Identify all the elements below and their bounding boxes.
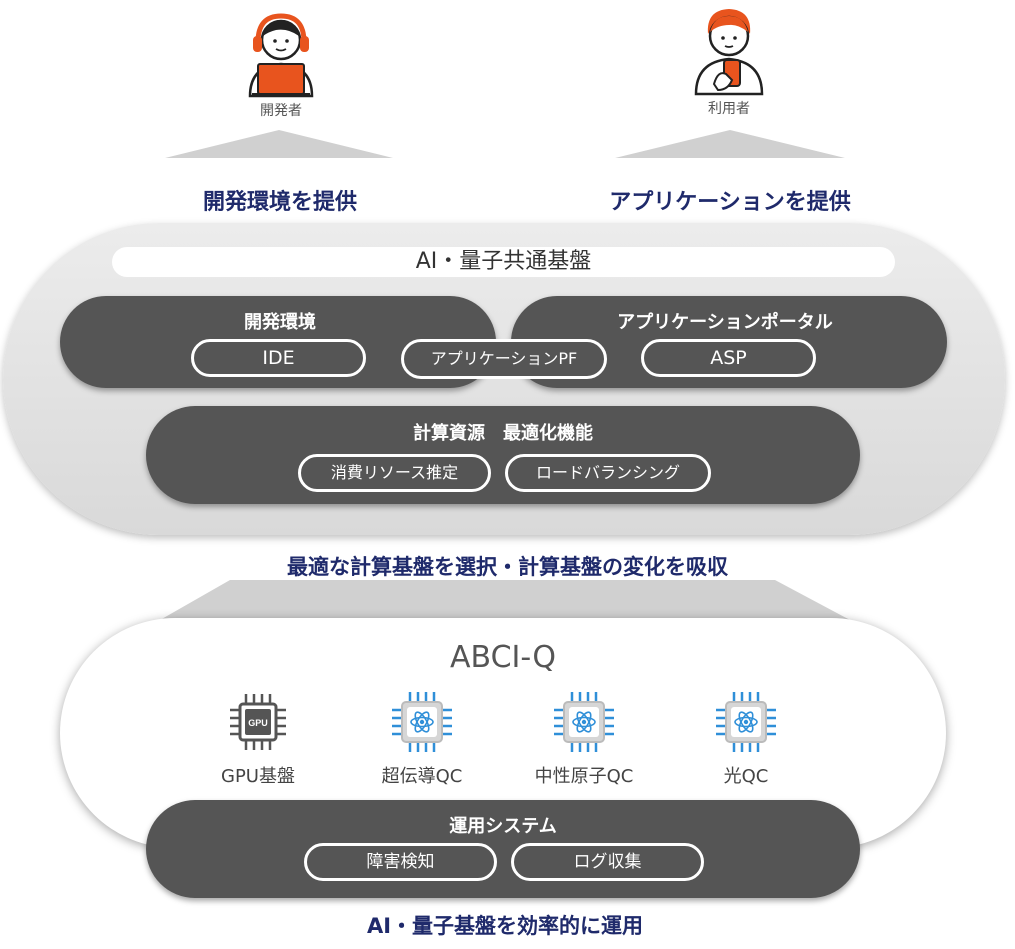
developer-with-laptop-icon [248, 13, 314, 98]
platform-title: AI・量子共通基盤 [112, 247, 895, 277]
app-portal-title: アプリケーションポータル [617, 312, 833, 333]
neutral-atom-chip-icon [554, 692, 614, 752]
gpu-chip-icon: GPU [230, 694, 286, 750]
ops-system-title: 運用システム [449, 816, 557, 837]
user-persona: 利用者 [684, 4, 774, 118]
superconducting-label: 超伝導QC [381, 766, 463, 787]
app-caption: アプリケーションを提供 [609, 190, 851, 215]
log-collection-box: ログ収集 [511, 843, 704, 881]
developer-persona: 開発者 [236, 8, 326, 120]
superconducting-chip-icon [392, 692, 452, 752]
optimize-title: 計算資源 最適化機能 [413, 423, 593, 444]
optimize-pill [146, 406, 860, 504]
developer-label: 開発者 [260, 103, 302, 119]
ops-system-pill [146, 800, 860, 898]
ide-box: IDE [191, 339, 366, 377]
abci-q-title: ABCI-Q [450, 640, 556, 675]
photonic-label: 光QC [723, 766, 769, 787]
arrow-to-developer [165, 130, 393, 158]
bottom-caption: AI・量子基盤を効率的に運用 [366, 914, 644, 938]
arrow-to-user [615, 130, 845, 158]
fault-detection-box: 障害検知 [304, 843, 497, 881]
resource-estimate-box: 消費リソース推定 [298, 454, 491, 492]
user-label: 利用者 [708, 101, 750, 117]
gpu-label: GPU基盤 [221, 766, 295, 787]
asp-box: ASP [641, 339, 816, 377]
gpu-chip-text: GPU [248, 718, 268, 728]
app-pf-box: アプリケーションPF [401, 339, 607, 379]
middle-caption: 最適な計算基盤を選択・計算基盤の変化を吸収 [287, 555, 728, 579]
arrow-abci-to-platform [160, 580, 850, 620]
load-balancing-box: ロードバランシング [505, 454, 711, 492]
dev-env-caption: 開発環境を提供 [202, 190, 357, 215]
dev-env-title: 開発環境 [244, 312, 316, 333]
neutral-atom-label: 中性原子QC [534, 766, 634, 787]
user-with-phone-icon [694, 9, 764, 96]
photonic-chip-icon [716, 692, 776, 752]
